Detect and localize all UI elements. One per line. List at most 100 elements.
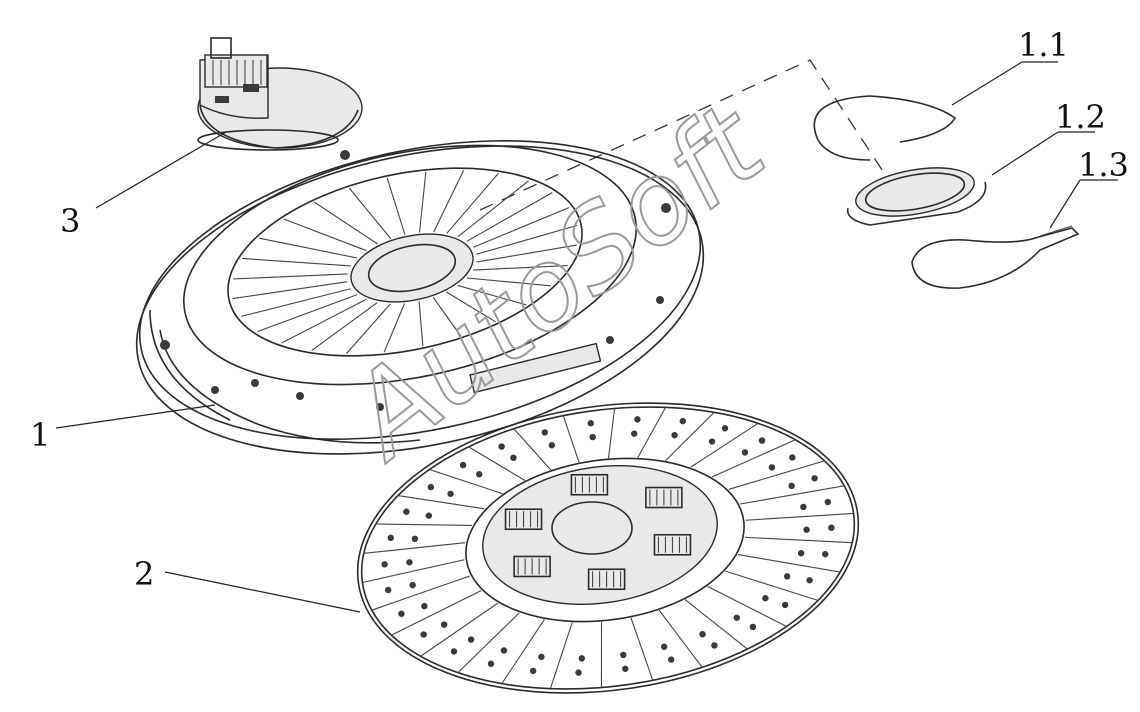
spring-finger-line — [281, 298, 367, 344]
segment-divider-line — [391, 590, 482, 636]
friction-segments — [362, 407, 854, 689]
segment-divider-line — [665, 412, 715, 462]
rivet — [768, 464, 776, 471]
rivet — [671, 431, 678, 439]
spring-finger-line — [457, 284, 527, 306]
segment-divider-line — [744, 536, 853, 544]
segment-divider-line — [711, 439, 796, 478]
spring-finger-line — [283, 218, 367, 252]
rivet — [800, 503, 807, 511]
damper-spring-window — [587, 568, 626, 591]
rivet — [409, 581, 416, 589]
label-part-3: 3 — [60, 202, 80, 240]
rivet — [450, 648, 458, 655]
segment-divider-line — [363, 542, 466, 554]
spring-finger-line — [346, 303, 391, 355]
segment-divider-line — [728, 460, 825, 490]
spring-finger-line — [232, 281, 348, 300]
spring-finger-line — [386, 177, 406, 235]
label-part-1-1: 1.1 — [1018, 26, 1069, 64]
segment-divider-line — [637, 407, 667, 458]
segment-divider-line — [375, 523, 472, 526]
spring-finger-line — [242, 257, 351, 267]
rivet — [762, 595, 769, 602]
rivet — [668, 656, 675, 663]
segment-divider-line — [549, 622, 573, 689]
damper-spring-window — [653, 533, 692, 556]
rivet — [447, 490, 454, 497]
rivet — [587, 420, 594, 427]
spring-finger-line — [476, 244, 577, 263]
rivet — [427, 483, 435, 491]
rivet — [575, 669, 582, 676]
label-part-1-3: 1.3 — [1078, 146, 1129, 184]
spring-finger-line — [241, 288, 351, 317]
rivet — [788, 482, 795, 490]
spring-finger-line — [457, 180, 529, 237]
assembly-dashed-line — [479, 59, 906, 211]
rivet — [476, 471, 483, 478]
damper-spring — [513, 555, 551, 578]
rivet — [578, 655, 585, 662]
leader-part-1-3 — [1049, 179, 1118, 229]
rivet — [797, 549, 805, 557]
rivet — [781, 601, 789, 609]
rivet — [741, 449, 749, 456]
leader-part-3 — [95, 131, 227, 209]
damper-spring — [570, 473, 609, 496]
segment-divider-line — [420, 602, 499, 657]
rivet — [420, 631, 427, 638]
rivet — [824, 498, 831, 506]
spring-finger-line — [383, 303, 406, 353]
rivet — [440, 621, 448, 628]
rivet — [529, 667, 537, 675]
rivet — [822, 550, 829, 558]
spring-finger-line — [432, 297, 462, 337]
damper-spring — [653, 533, 692, 556]
rivet — [541, 429, 548, 436]
rivet — [500, 647, 508, 654]
spring-finger-line — [348, 187, 392, 239]
spring-finger-line — [466, 277, 551, 287]
damper-spring-window — [504, 508, 543, 531]
rivet — [398, 610, 405, 617]
clutch-disc — [356, 402, 860, 694]
rivet — [828, 524, 835, 531]
rivet — [733, 614, 740, 621]
rivet — [634, 416, 641, 423]
rivet — [631, 430, 638, 437]
segment-divider-line — [562, 415, 580, 463]
rivet — [498, 443, 505, 450]
leader-part-1-1 — [951, 61, 1058, 106]
segment-divider-line — [607, 408, 616, 459]
segment-divider-line — [501, 619, 545, 684]
segment-divider-line — [513, 428, 552, 471]
diaphragm-spring-fingers — [232, 170, 578, 355]
release-bearing — [197, 37, 363, 151]
label-part-2: 2 — [134, 555, 154, 593]
segment-divider-line — [690, 422, 759, 468]
segment-divider-line — [725, 570, 819, 601]
rivet — [789, 454, 796, 461]
rivet — [425, 512, 433, 519]
leader-part-2 — [164, 571, 361, 613]
spring-finger-line — [476, 224, 578, 255]
segment-divider-line — [745, 512, 854, 521]
rivet — [806, 577, 813, 584]
label-part-1: 1 — [30, 416, 50, 454]
segment-divider-line — [371, 575, 470, 611]
spring-finger-line — [313, 201, 378, 245]
rivet — [783, 573, 791, 580]
spring-finger-line — [418, 171, 427, 233]
damper-spring-window — [570, 473, 609, 496]
rivet — [538, 653, 545, 661]
lock-ring — [911, 225, 1080, 289]
segment-divider-line — [468, 446, 526, 481]
spring-finger-line — [418, 301, 424, 347]
clutch-cover-assembly — [135, 139, 705, 455]
damper-spring — [504, 508, 543, 531]
rivet — [758, 437, 766, 444]
rivet — [406, 559, 413, 566]
segment-divider-line — [429, 469, 503, 495]
